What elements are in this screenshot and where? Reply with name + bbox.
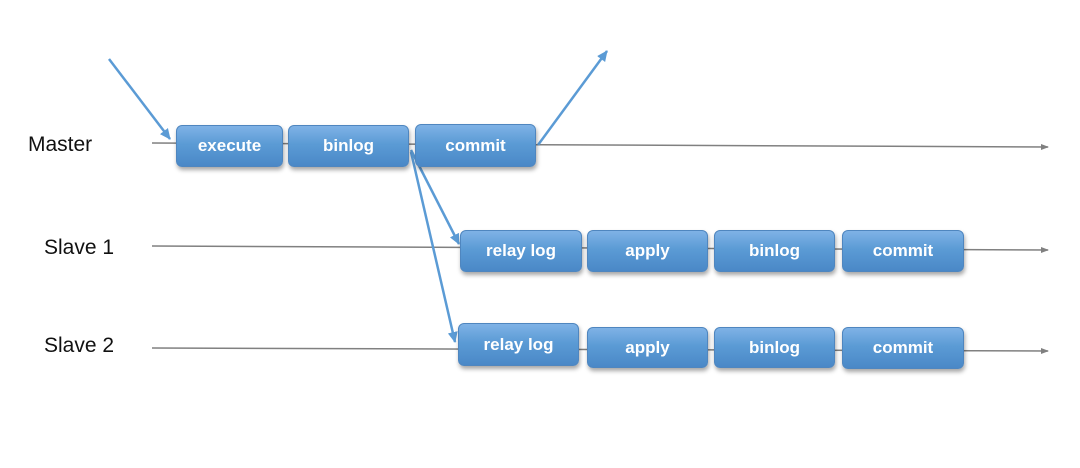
slave2-commit-step: commit xyxy=(842,327,964,369)
slave1-label: Slave 1 xyxy=(44,236,115,259)
slave1-relay-log-step: relay log xyxy=(460,230,582,272)
incoming-request-arrow xyxy=(108,58,171,140)
slave2-binlog-step: binlog xyxy=(714,327,835,368)
response-arrow xyxy=(536,50,609,146)
master-label: Master xyxy=(28,133,93,156)
slave2-apply-step: apply xyxy=(587,327,708,368)
binlog-to-slave2-arrow xyxy=(409,151,458,343)
slave2-label: Slave 2 xyxy=(44,334,115,357)
master-execute-step: execute xyxy=(176,125,283,167)
master-binlog-step: binlog xyxy=(288,125,409,167)
slave1-binlog-step: binlog xyxy=(714,230,835,272)
slave1-apply-step: apply xyxy=(587,230,708,272)
slave2-relay-log-step: relay log xyxy=(458,323,579,366)
master-timeline xyxy=(151,142,1049,150)
slave1-commit-step: commit xyxy=(842,230,964,272)
master-commit-step: commit xyxy=(415,124,536,167)
